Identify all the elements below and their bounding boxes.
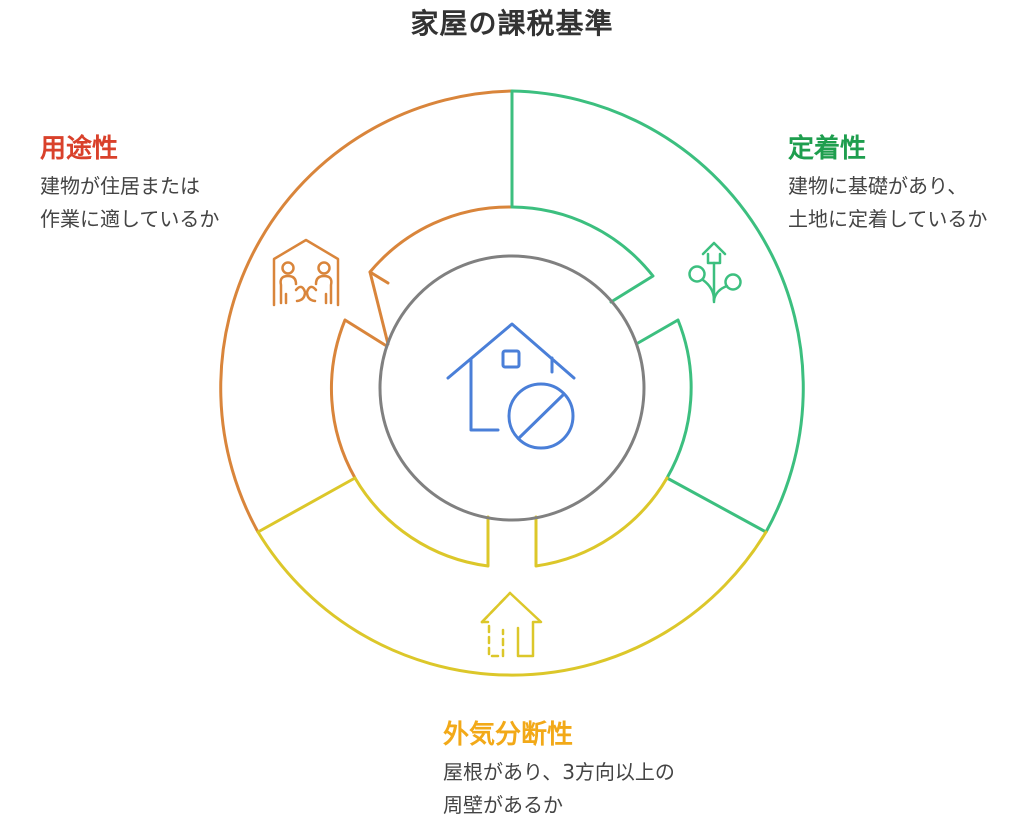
criterion-usage: 用途性 建物が住居または 作業に適しているか — [40, 132, 219, 236]
criterion-enclosure: 外気分断性 屋根があり、3方向以上の 周壁があるか — [443, 718, 675, 822]
criterion-fixity: 定着性 建物に基礎があり、 土地に定着しているか — [788, 132, 987, 236]
criterion-enclosure-title: 外気分断性 — [443, 720, 574, 750]
criterion-fixity-title: 定着性 — [788, 134, 867, 164]
segment-enclosure — [256, 476, 768, 677]
house-prohibited-icon — [446, 322, 576, 450]
partial-wall-house-icon — [480, 591, 543, 658]
criterion-usage-description: 建物が住居または 作業に適しているか — [40, 174, 220, 231]
criterion-fixity-description: 建物に基礎があり、 土地に定着しているか — [788, 174, 988, 231]
criterion-usage-title: 用途性 — [40, 134, 119, 164]
family-house-icon — [272, 238, 340, 307]
segment-fixity — [510, 89, 805, 534]
center-ring — [378, 254, 646, 522]
rooted-house-icon — [688, 241, 742, 304]
segment-usage — [219, 89, 514, 534]
criterion-enclosure-description: 屋根があり、3方向以上の 周壁があるか — [443, 760, 675, 817]
page-title: 家屋の課税基準 — [410, 7, 614, 40]
